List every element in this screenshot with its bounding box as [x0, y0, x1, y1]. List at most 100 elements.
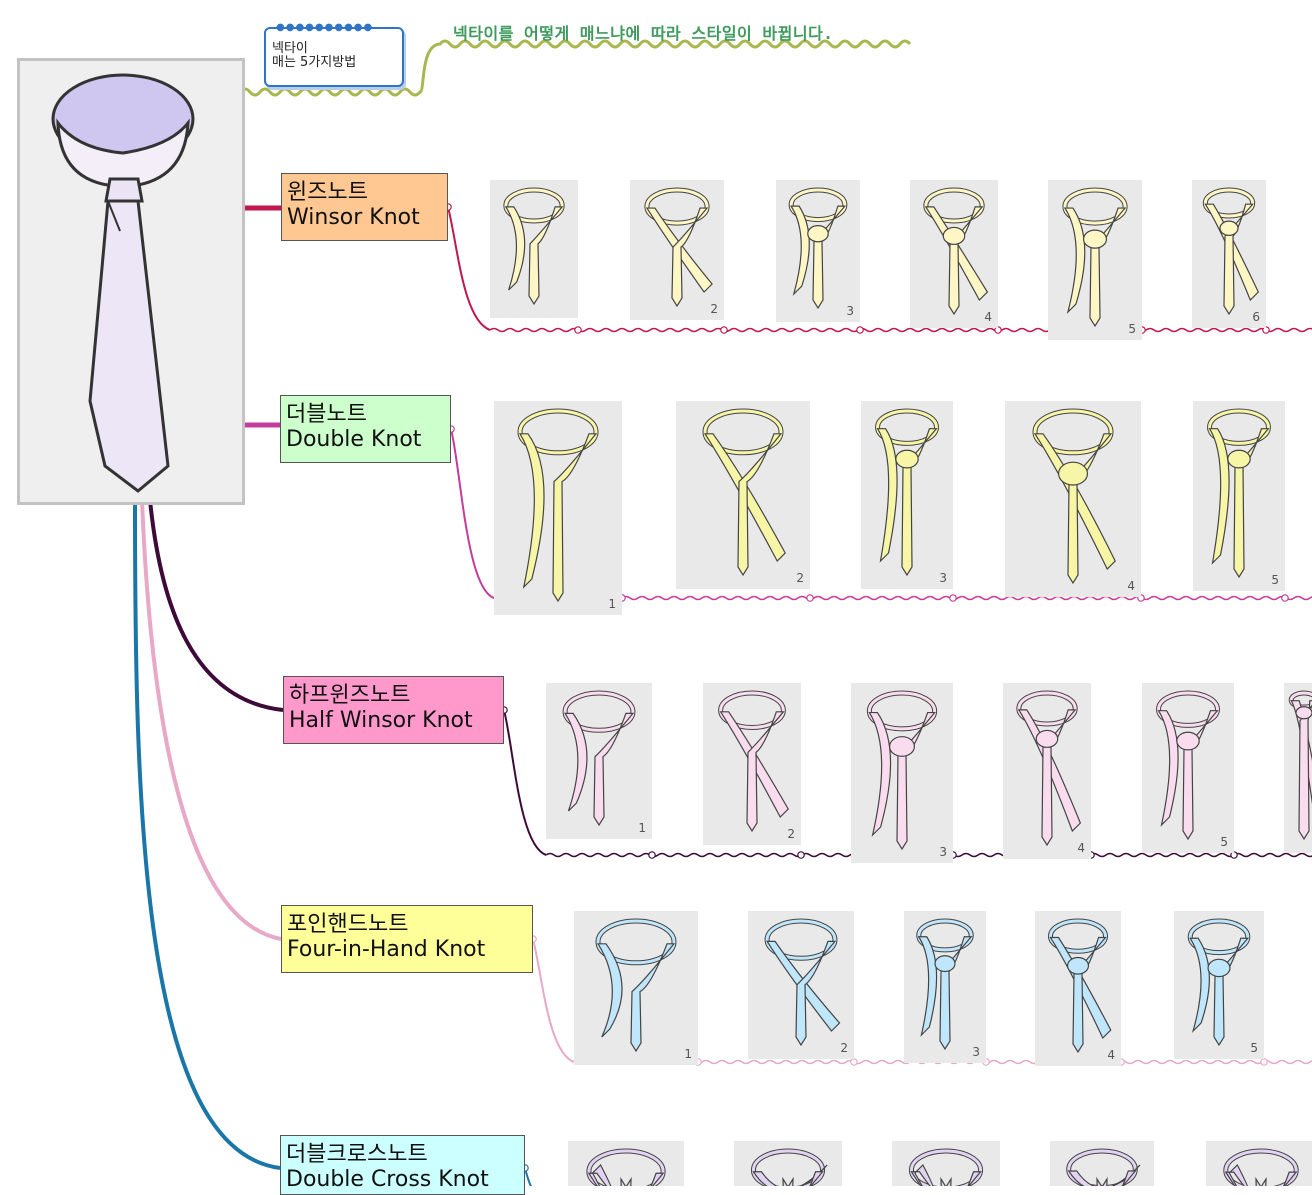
step-number: 5 — [1220, 835, 1228, 849]
node-dot — [574, 326, 582, 334]
tie-step-icon — [1288, 690, 1312, 841]
tie-step-icon — [923, 187, 989, 316]
step-number: 3 — [939, 571, 947, 585]
node-dot — [1260, 1058, 1268, 1066]
step-image-double-1[interactable]: 1 — [494, 401, 622, 615]
step-number: 4 — [1107, 1048, 1115, 1062]
node-dot — [994, 326, 1002, 334]
node-dot — [648, 851, 656, 859]
node-dot — [949, 594, 957, 602]
step-number: 2 — [787, 827, 795, 841]
step-number: 1 — [608, 597, 616, 611]
topic-double-cross-en: Double Cross Knot — [286, 1167, 489, 1192]
step-image-double-2[interactable]: 2 — [676, 401, 810, 589]
central-title-line2: 매는 5가지방법 — [272, 55, 357, 70]
step-connector-half-winsor — [503, 709, 547, 856]
step-image-half-winsor-2[interactable]: 2 — [703, 683, 801, 845]
tie-step-icon — [916, 918, 974, 1051]
tie-step-icon — [517, 408, 599, 603]
step-image-four-in-hand-5[interactable]: 5 — [1174, 911, 1264, 1059]
step-image-double-3[interactable]: 3 — [861, 401, 953, 589]
tie-step-icon — [718, 690, 789, 833]
subtitle-note: 넥타이를 어떻게 매느냐에 따라 스타일이 바뀝니다. — [453, 24, 834, 43]
topic-double-cross-knot[interactable]: 더블크로스노트 Double Cross Knot — [280, 1135, 525, 1195]
tie-step-icon — [503, 187, 565, 306]
topic-double-knot[interactable]: 더블노트 Double Knot — [280, 395, 451, 463]
step-image-four-in-hand-3[interactable]: 3 — [904, 911, 986, 1063]
tie-step-icon — [750, 1148, 828, 1186]
tie-step-icon — [1047, 918, 1112, 1054]
topic-double-cross-ko: 더블크로스노트 — [286, 1142, 428, 1167]
step-connector-double — [450, 428, 495, 599]
step-number: 3 — [939, 845, 947, 859]
necktie-icon — [51, 73, 195, 493]
link-double-cross — [133, 499, 281, 1170]
topic-winsor-knot[interactable]: 윈즈노트 Winsor Knot — [281, 173, 448, 241]
step-image-winsor-1[interactable] — [490, 180, 578, 318]
topic-four-in-hand-ko: 포인핸드노트 — [287, 912, 409, 937]
central-necktie-image[interactable] — [17, 58, 245, 505]
step-image-double-cross-5[interactable] — [1206, 1141, 1312, 1186]
step-image-winsor-5[interactable]: 5 — [1048, 180, 1142, 340]
tie-step-icon — [562, 690, 636, 827]
step-connector-double-cross — [524, 1167, 532, 1186]
step-image-four-in-hand-2[interactable]: 2 — [748, 911, 854, 1059]
step-number: 6 — [1252, 310, 1260, 324]
tie-step-icon — [866, 690, 938, 851]
step-image-double-5[interactable]: 5 — [1193, 401, 1285, 591]
step-image-double-cross-2[interactable] — [734, 1141, 842, 1186]
step-baseline-double — [493, 595, 1312, 601]
topic-winsor-ko: 윈즈노트 — [287, 180, 368, 205]
tie-step-icon — [586, 1148, 666, 1186]
step-connector-winsor — [447, 206, 491, 331]
step-image-half-winsor-3[interactable]: 3 — [851, 683, 953, 863]
topic-four-in-hand-en: Four-in-Hand Knot — [287, 937, 486, 962]
step-image-double-cross-4[interactable] — [1050, 1141, 1154, 1186]
step-image-winsor-3[interactable]: 3 — [776, 180, 860, 322]
step-image-winsor-4[interactable]: 4 — [910, 180, 998, 328]
step-baseline-winsor — [489, 327, 1312, 333]
node-dot — [720, 326, 728, 334]
node-dot — [1262, 326, 1270, 334]
step-number: 2 — [796, 571, 804, 585]
step-connector-four-in-hand — [532, 938, 575, 1063]
node-dot — [850, 1058, 858, 1066]
central-title-line1: 넥타이 — [272, 41, 308, 56]
step-number: 2 — [840, 1041, 848, 1055]
step-number: 5 — [1250, 1041, 1258, 1055]
step-number: 4 — [984, 310, 992, 324]
topic-double-ko: 더블노트 — [286, 402, 367, 427]
tie-step-icon — [595, 918, 677, 1053]
tie-step-icon — [1016, 690, 1082, 847]
tie-step-icon — [1202, 187, 1260, 316]
tie-step-icon — [1066, 1148, 1141, 1186]
tie-step-icon — [644, 187, 713, 308]
tie-step-icon — [908, 1148, 984, 1186]
step-image-half-winsor-5[interactable]: 5 — [1142, 683, 1234, 853]
topic-half-winsor-knot[interactable]: 하프윈즈노트 Half Winsor Knot — [283, 676, 504, 744]
step-number: 2 — [710, 302, 718, 316]
topic-winsor-en: Winsor Knot — [287, 205, 420, 230]
node-dot — [1281, 594, 1289, 602]
step-image-four-in-hand-4[interactable]: 4 — [1035, 911, 1121, 1066]
step-number: 3 — [972, 1045, 980, 1059]
tie-step-icon — [1156, 690, 1220, 841]
tie-step-icon — [1223, 1148, 1299, 1186]
step-image-double-4[interactable]: 4 — [1005, 401, 1141, 597]
step-image-double-cross-3[interactable] — [892, 1141, 1000, 1186]
step-image-half-winsor-4[interactable]: 4 — [1003, 683, 1091, 859]
topic-four-in-hand-knot[interactable]: 포인핸드노트 Four-in-Hand Knot — [281, 905, 533, 973]
tie-step-icon — [702, 408, 786, 577]
central-topic-callout[interactable]: ●●●●●●●●●● 넥타이 매는 5가지방법 — [264, 23, 404, 87]
step-number: 4 — [1077, 841, 1085, 855]
step-number: 3 — [846, 304, 854, 318]
step-image-half-winsor-1[interactable]: 1 — [546, 683, 652, 839]
step-image-winsor-2[interactable]: 2 — [630, 180, 724, 320]
step-number: 5 — [1128, 322, 1136, 336]
step-image-four-in-hand-1[interactable]: 1 — [574, 911, 698, 1065]
step-number: 5 — [1271, 573, 1279, 587]
step-image-winsor-6[interactable]: 6 — [1192, 180, 1266, 328]
tie-step-icon — [764, 918, 841, 1047]
step-image-double-cross-1[interactable] — [568, 1141, 684, 1186]
step-image-half-winsor-6[interactable] — [1284, 683, 1312, 853]
